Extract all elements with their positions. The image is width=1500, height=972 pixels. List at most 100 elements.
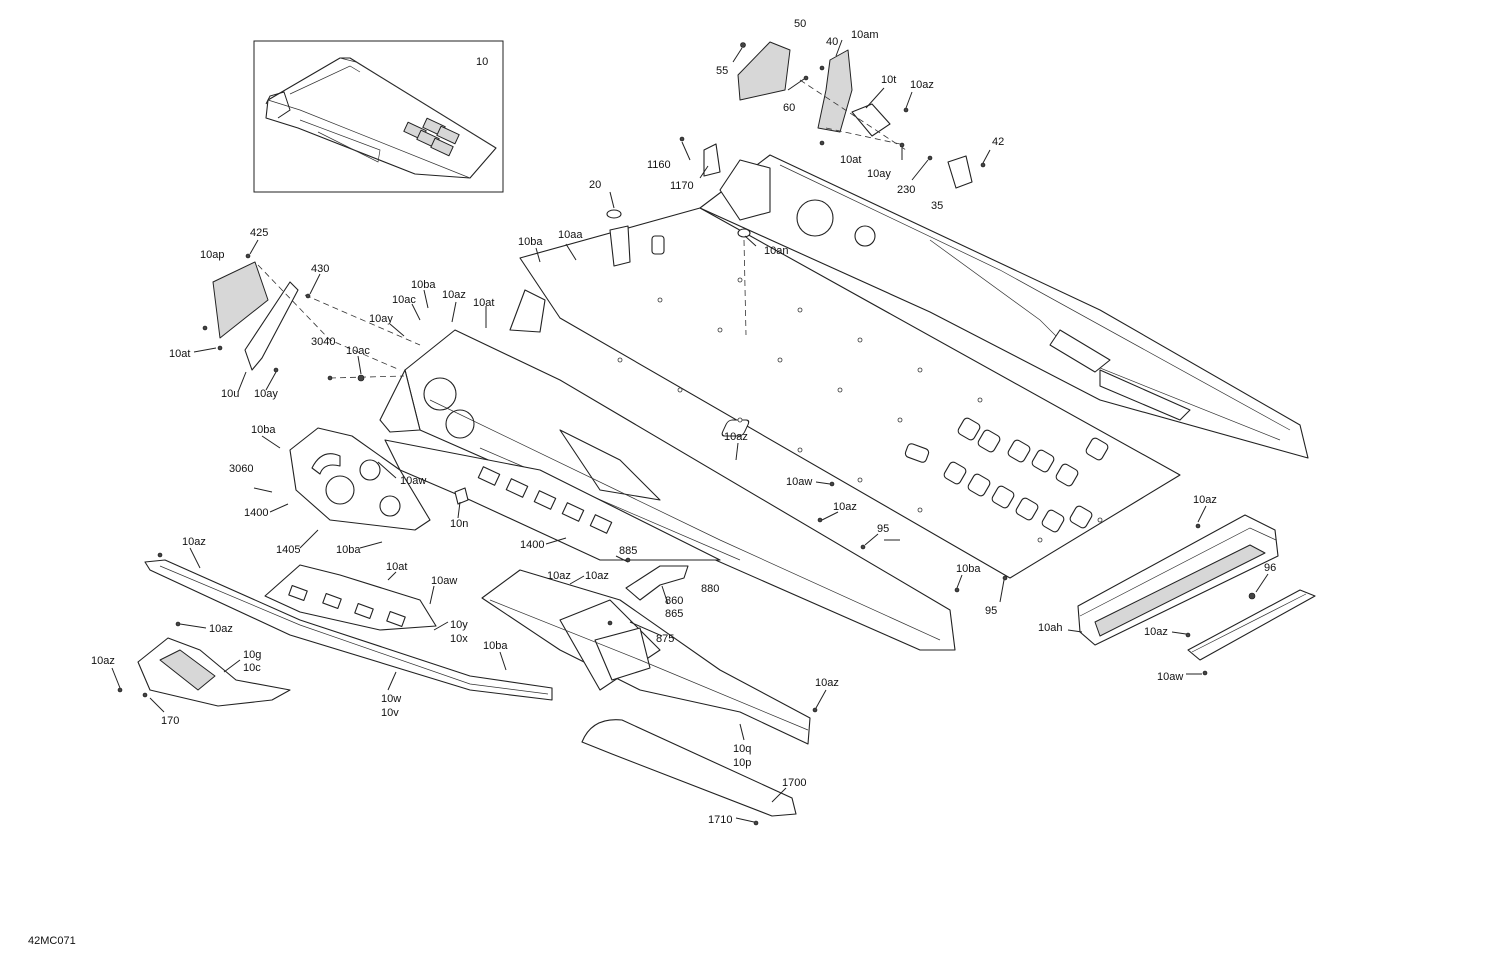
label-10az-far-left: 10az: [91, 655, 115, 667]
label-10q: 10q: [733, 743, 751, 755]
label-10x: 10x: [450, 633, 468, 645]
label-10az-bracket: 10az: [209, 623, 233, 635]
part-1170-bracket: [703, 143, 721, 177]
label-1400-left: 1400: [244, 507, 268, 519]
label-42: 42: [992, 136, 1004, 148]
label-10az-cm-lower: 10az: [1144, 626, 1168, 638]
label-10ay-nose: 10ay: [369, 313, 393, 325]
label-10at: 10at: [840, 154, 861, 166]
label-10g: 10g: [243, 649, 261, 661]
label-10az-rail: 10az: [182, 536, 206, 548]
tunnel-assembly: [379, 154, 1309, 651]
label-10c: 10c: [243, 662, 261, 674]
label-1170: 1170: [670, 180, 694, 192]
label-860: 860: [665, 595, 683, 607]
tunnel-right-side: [699, 154, 1309, 459]
label-10aw-center: 10aw: [786, 476, 812, 488]
label-10az: 10az: [910, 79, 934, 91]
label-10ba-upper: 10ba: [518, 236, 543, 248]
label-95-lower: 95: [985, 605, 997, 617]
upper-right-parts: [606, 41, 986, 336]
label-10az-lower-center: 10az: [833, 501, 857, 513]
tunnel-top-plate: [519, 207, 1181, 579]
part-20-grommet: [606, 209, 622, 219]
label-10at-lower: 10at: [386, 561, 407, 573]
label-10ac-upper: 10ac: [392, 294, 416, 306]
part-10t-block: [851, 103, 891, 137]
label-10am: 10am: [851, 29, 879, 41]
label-1700: 1700: [782, 777, 806, 789]
label-10ba-right: 10ba: [956, 563, 981, 575]
part-10w-rail: [144, 559, 553, 701]
part-10u-brace: [244, 281, 299, 371]
label-10u: 10u: [221, 388, 239, 400]
lower-left-rails: [117, 552, 553, 707]
label-40: 40: [826, 36, 838, 48]
label-55: 55: [716, 65, 728, 77]
lower-right-parts: [817, 481, 1316, 676]
inset-tunnel: [265, 57, 497, 179]
label-10ba-q: 10ba: [483, 640, 508, 652]
part-10am-bracket: [817, 49, 853, 133]
label-230: 230: [897, 184, 915, 196]
inset-overview: 10: [253, 40, 504, 193]
label-10aa: 10aa: [558, 229, 583, 241]
front-plate-assembly: [289, 427, 469, 531]
label-10y: 10y: [450, 619, 468, 631]
label-10az-q-end: 10az: [815, 677, 839, 689]
label-10ac-lower: 10ac: [346, 345, 370, 357]
label-35: 35: [931, 200, 943, 212]
label-10aw-plate: 10aw: [400, 475, 426, 487]
label-60: 60: [783, 102, 795, 114]
leader-lines: [111, 39, 1269, 823]
label-1405: 1405: [276, 544, 300, 556]
label-10az-q-left: 10az: [547, 570, 571, 582]
label-10ba-nose: 10ba: [411, 279, 436, 291]
label-170: 170: [161, 715, 179, 727]
label-10ba-lower: 10ba: [336, 544, 361, 556]
label-10n: 10n: [450, 518, 468, 530]
label-1160: 1160: [647, 159, 671, 171]
label-3040: 3040: [311, 336, 335, 348]
part-10n: [454, 487, 469, 505]
tunnel-riser: [609, 225, 631, 267]
label-10az-q-right: 10az: [585, 570, 609, 582]
label-96: 96: [1264, 562, 1276, 574]
inset-frame: [253, 40, 504, 193]
label-10v: 10v: [381, 707, 399, 719]
diagram-code: 42MC071: [28, 935, 76, 947]
label-10ap: 10ap: [200, 249, 224, 261]
label-10aw-right: 10aw: [1157, 671, 1183, 683]
label-10ah: 10ah: [1038, 622, 1062, 634]
label-10aw-lower: 10aw: [431, 575, 457, 587]
tunnel-cooler-cutouts: [721, 417, 1109, 533]
callout-labels: 50 40 10am 55 60 10t 10az 10at 10ay 230 …: [91, 18, 1276, 826]
part-10ap-cover: [212, 261, 269, 339]
tunnel-bracket: [509, 289, 546, 333]
label-3060: 3060: [229, 463, 253, 475]
label-10az-nose: 10az: [442, 289, 466, 301]
label-10at-left: 10at: [169, 348, 190, 360]
part-880-arm: [625, 565, 689, 601]
label-880: 880: [701, 583, 719, 595]
tunnel-nose: [379, 369, 421, 433]
part-35-bracket: [947, 155, 973, 189]
label-430: 430: [311, 263, 329, 275]
part-10an-grommet: [737, 228, 751, 238]
left-upper-parts: [202, 253, 421, 382]
part-1700-skid: [581, 719, 797, 817]
label-50: 50: [794, 18, 806, 30]
label-1710: 1710: [708, 814, 732, 826]
label-20: 20: [589, 179, 601, 191]
label-10az-crossmember: 10az: [1193, 494, 1217, 506]
label-10t: 10t: [881, 74, 896, 86]
label-10an: 10an: [764, 245, 788, 257]
part-10g-bracket: [137, 637, 291, 707]
inset-item-number: 10: [476, 56, 488, 68]
lower-center-rails: [481, 557, 818, 826]
label-10ba-plate: 10ba: [251, 424, 276, 436]
label-10az-center: 10az: [724, 431, 748, 443]
label-10ay: 10ay: [867, 168, 891, 180]
label-1400-center: 1400: [520, 539, 544, 551]
